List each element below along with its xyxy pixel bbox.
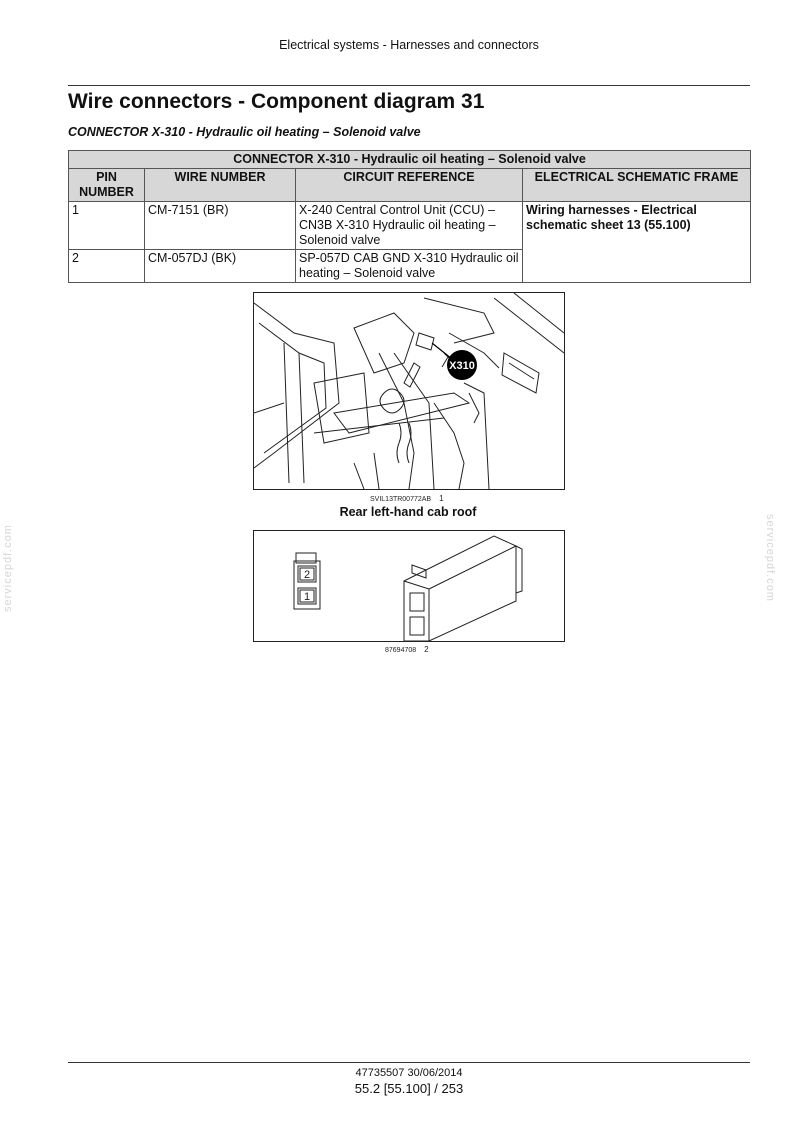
cab-roof-drawing: X310	[254, 293, 564, 489]
header-pin-number: PIN NUMBER	[68, 168, 145, 202]
wire-cell: CM-057DJ (BK)	[144, 249, 296, 283]
footer-doc-ref: 47735507 30/06/2014	[355, 1067, 463, 1079]
header-circuit-reference: CIRCUIT REFERENCE	[295, 168, 523, 202]
pin-cell: 1	[68, 201, 145, 250]
cab-roof-illustration: X310	[253, 292, 565, 490]
header-rule	[68, 85, 750, 86]
pin-1-cavity	[297, 587, 317, 605]
watermark-left: servicepdf.com	[2, 524, 14, 612]
figure1-caption: Rear left-hand cab roof	[339, 505, 477, 519]
schematic-frame-link[interactable]: Wiring harnesses - Electrical schematic …	[521, 201, 752, 283]
callout-x310-label: X310	[449, 360, 475, 372]
pin-label-1: 1	[304, 591, 310, 603]
connector-illustration: 2 1	[253, 530, 565, 642]
watermark-right: servicepdf.com	[764, 514, 776, 602]
pin-label-2: 2	[304, 569, 310, 581]
header-schematic-frame: ELECTRICAL SCHEMATIC FRAME	[521, 168, 752, 202]
figure2-number: 2	[424, 645, 429, 654]
connector-face-latch	[295, 552, 317, 564]
wire-cell: CM-7151 (BR)	[144, 201, 296, 250]
figure2-id: 87694708 2	[385, 645, 429, 654]
callout-leader	[431, 342, 453, 360]
table-caption: CONNECTOR X-310 - Hydraulic oil heating …	[67, 150, 752, 169]
pin-2-cavity	[297, 565, 317, 583]
connector-subtitle: CONNECTOR X-310 - Hydraulic oil heating …	[68, 125, 421, 139]
table-row: 1 CM-7151 (BR) X-240 Central Control Uni…	[68, 201, 752, 283]
figure1-id: SVIL13TR00772AB 1	[370, 494, 444, 503]
circuit-cell: X-240 Central Control Unit (CCU) – CN3B …	[295, 201, 523, 250]
connector-drawing: 2 1	[293, 535, 523, 641]
housing-body	[403, 535, 517, 641]
figure1-number: 1	[439, 494, 444, 503]
header-wire-number: WIRE NUMBER	[144, 168, 296, 202]
circuit-cell: SP-057D CAB GND X-310 Hydraulic oil heat…	[295, 249, 523, 283]
figure2-image-id: 87694708	[385, 647, 417, 654]
footer-rule	[68, 1062, 750, 1063]
footer-page-ref: 55.2 [55.100] / 253	[354, 1081, 464, 1096]
running-header: Electrical systems - Harnesses and conne…	[279, 38, 539, 52]
pin-cell: 2	[68, 249, 145, 283]
callout-badge	[447, 350, 477, 380]
connector-face	[293, 560, 321, 610]
figure1-image-id: SVIL13TR00772AB	[370, 496, 432, 503]
connector-table: CONNECTOR X-310 - Hydraulic oil heating …	[67, 150, 752, 283]
table-row: 2 CM-057DJ (BK) SP-057D CAB GND X-310 Hy…	[68, 249, 751, 283]
page-title: Wire connectors - Component diagram 31	[68, 90, 485, 113]
